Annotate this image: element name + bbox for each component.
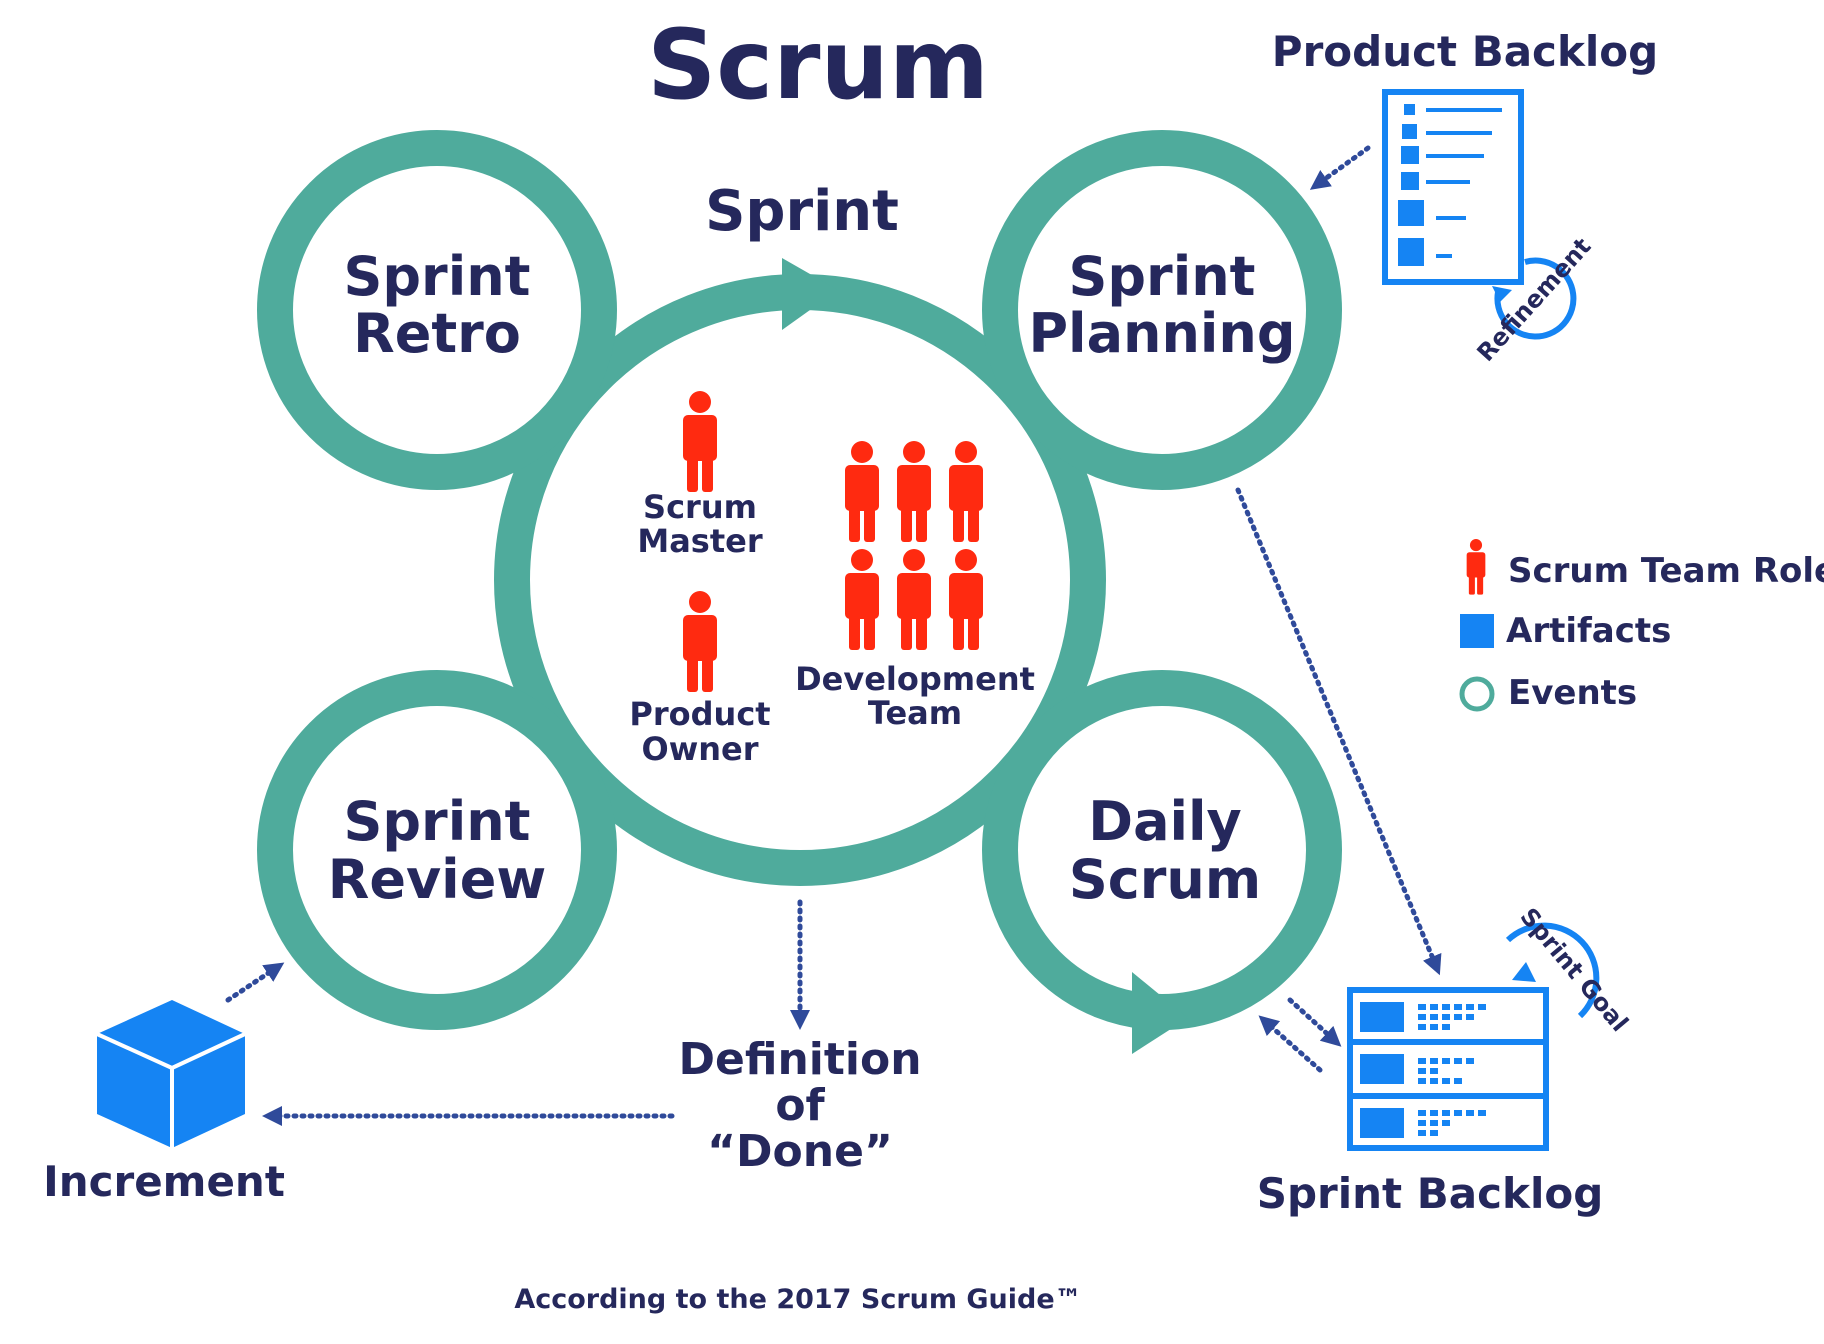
event-label-line: Sprint	[344, 790, 531, 853]
product-backlog-label: Product Backlog	[1272, 27, 1658, 76]
increment-label: Increment	[43, 1157, 285, 1206]
legend-artifacts-label: Artifacts	[1506, 611, 1671, 651]
person-icon	[683, 391, 717, 492]
person-icon	[845, 549, 879, 650]
role-label-line: Product	[629, 695, 770, 733]
role-label-line: Master	[637, 522, 762, 560]
event-label-line: Planning	[1028, 302, 1295, 365]
sprint-backlog-icon	[1347, 987, 1549, 1151]
event-label-line: Retro	[353, 302, 521, 365]
page-title: Scrum	[647, 9, 989, 121]
role-development-team: Development Team	[795, 441, 1035, 732]
dod-label-line: Definition	[678, 1034, 921, 1085]
role-label-line: Owner	[641, 730, 758, 768]
definition-of-done: Definition of “Done”	[678, 1034, 921, 1177]
person-icon	[949, 441, 983, 542]
product-backlog-icon	[1382, 89, 1524, 285]
increment-cube-icon	[96, 1000, 246, 1148]
sprint-direction-arrow-icon	[782, 258, 838, 330]
arrow-backlog-to-planning	[1309, 145, 1371, 190]
event-label-line: Scrum	[1069, 848, 1261, 911]
arrow-increment-to-review	[225, 962, 285, 1003]
arrow-planning-to-sprint-backlog	[1235, 487, 1442, 976]
legend-artifact-icon	[1460, 614, 1494, 648]
role-label-line: Development	[795, 660, 1035, 698]
person-icon	[949, 549, 983, 650]
dod-label-line: of	[775, 1080, 825, 1131]
person-icon	[845, 441, 879, 542]
sprint-backlog-label: Sprint Backlog	[1257, 1169, 1604, 1218]
legend-events-label: Events	[1508, 673, 1637, 713]
legend-person-icon	[1466, 539, 1486, 595]
event-sprint-retro: Sprint Retro	[257, 130, 617, 490]
legend-event-icon	[1459, 676, 1495, 712]
event-sprint-planning: Sprint Planning	[982, 130, 1342, 490]
event-label-line: Review	[328, 848, 546, 911]
role-label-line: Team	[868, 694, 962, 732]
person-icon	[897, 441, 931, 542]
sprint-label: Sprint	[705, 179, 899, 244]
arrow-daily-to-sprint-backlog	[1287, 997, 1342, 1047]
role-scrum-master: Scrum Master	[637, 391, 763, 560]
legend: Scrum Team Roles Artifacts Events	[1459, 539, 1824, 713]
legend-roles-label: Scrum Team Roles	[1508, 551, 1824, 591]
arrow-sprint-backlog-to-daily	[1258, 1015, 1323, 1073]
dod-label-line: “Done”	[707, 1126, 893, 1177]
role-label-line: Scrum	[643, 488, 757, 526]
event-label-line: Daily	[1088, 790, 1241, 853]
event-sprint-review: Sprint Review	[257, 670, 617, 1030]
daily-scrum-arrow-icon	[1132, 972, 1188, 1054]
event-label-line: Sprint	[344, 245, 531, 308]
event-label-line: Sprint	[1069, 245, 1256, 308]
role-product-owner: Product Owner	[629, 591, 771, 768]
footer-note: According to the 2017 Scrum Guide™	[514, 1284, 1081, 1315]
flow-arrows	[225, 145, 1442, 1126]
person-icon	[683, 591, 717, 692]
event-daily-scrum: Daily Scrum	[982, 670, 1342, 1054]
person-icon	[897, 549, 931, 650]
